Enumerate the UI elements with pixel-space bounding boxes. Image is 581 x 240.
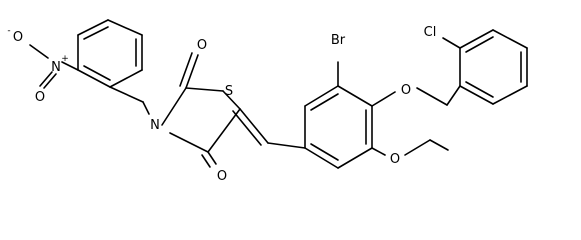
ether-oxygen-ethoxy-label: O xyxy=(390,152,400,167)
bonds xyxy=(29,19,528,169)
bromo-label: Br xyxy=(331,33,346,48)
nitro-nitrogen-label: N xyxy=(51,60,61,75)
chemical-structure-diagram: N + O - O N O O S Br Cl O O xyxy=(7,19,528,184)
thio-sulfur-label: S xyxy=(225,84,233,99)
nitro-oxygen-top-label: O xyxy=(13,30,23,45)
ether-oxygen-benzyloxy-label: O xyxy=(401,83,411,98)
carbonyl-oxygen-bottom-label: O xyxy=(217,169,227,184)
atom-labels: N + O - O N O O S Br Cl O O xyxy=(7,25,436,184)
nitro-nitrogen-charge: + xyxy=(61,54,69,64)
carbonyl-oxygen-top-label: O xyxy=(197,38,207,53)
imide-nitrogen-label: N xyxy=(150,118,160,133)
nitro-oxygen-bottom-label: O xyxy=(35,90,45,105)
chloro-label: Cl xyxy=(424,25,437,40)
nitro-oxygen-top-charge: - xyxy=(7,26,10,36)
